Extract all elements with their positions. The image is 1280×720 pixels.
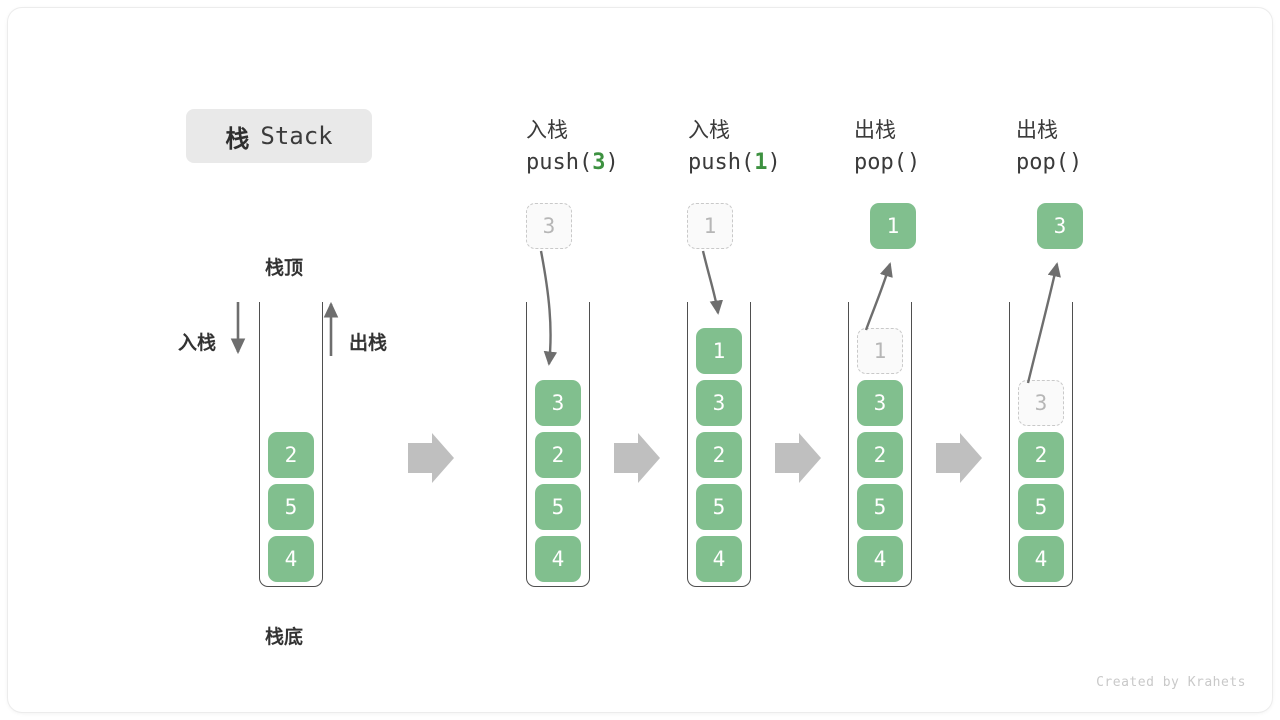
step-header-cn: 入栈 bbox=[688, 119, 730, 142]
code-num: 3 bbox=[592, 150, 606, 175]
step-header-code: pop() bbox=[1016, 146, 1166, 180]
stack-cell: 4 bbox=[268, 536, 314, 582]
label-pop-side: 出栈 bbox=[349, 333, 388, 354]
stack-cell: 4 bbox=[857, 536, 903, 582]
step-header-cn: 出栈 bbox=[854, 119, 896, 142]
stack-cell: 5 bbox=[535, 484, 581, 530]
code-post: ) bbox=[605, 150, 619, 175]
stack-cell: 2 bbox=[535, 432, 581, 478]
step-header-pop-1: 出栈 pop() bbox=[854, 116, 1004, 180]
code-num: 1 bbox=[754, 150, 768, 175]
step-header-push-3: 入栈 push(3) bbox=[526, 116, 676, 180]
stack-tube-pop-1 bbox=[848, 302, 912, 587]
stack-cell: 5 bbox=[696, 484, 742, 530]
transition-arrow bbox=[408, 433, 454, 483]
step-header-cn: 出栈 bbox=[1016, 119, 1058, 142]
label-stack-top: 栈顶 bbox=[265, 258, 304, 279]
code-pre: push( bbox=[526, 150, 593, 175]
stack-cell: 5 bbox=[268, 484, 314, 530]
diagram-title-chip: 栈 Stack bbox=[186, 109, 372, 163]
label-push-side: 入栈 bbox=[178, 333, 217, 354]
code-pre: pop( bbox=[1016, 150, 1069, 175]
stack-tube-initial bbox=[259, 302, 323, 587]
stack-cell: 2 bbox=[857, 432, 903, 478]
stack-cell-ghost: 3 bbox=[1018, 380, 1064, 426]
stack-cell: 2 bbox=[268, 432, 314, 478]
step-header-code: pop() bbox=[854, 146, 1004, 180]
stack-cell: 3 bbox=[696, 380, 742, 426]
floating-cell-pop-2: 3 bbox=[1037, 203, 1083, 249]
title-en: Stack bbox=[260, 122, 333, 150]
transition-arrow bbox=[936, 433, 982, 483]
stack-cell: 1 bbox=[696, 328, 742, 374]
transition-arrow bbox=[614, 433, 660, 483]
step-header-pop-2: 出栈 pop() bbox=[1016, 116, 1166, 180]
stack-tube-pop-2 bbox=[1009, 302, 1073, 587]
stack-cell: 4 bbox=[1018, 536, 1064, 582]
label-stack-bottom: 栈底 bbox=[265, 627, 304, 648]
code-post: ) bbox=[906, 150, 921, 175]
step-header-code: push(1) bbox=[688, 146, 838, 180]
code-pre: push( bbox=[688, 150, 755, 175]
transition-arrow bbox=[775, 433, 821, 483]
floating-cell-push-3: 3 bbox=[526, 203, 572, 249]
code-pre: pop( bbox=[854, 150, 907, 175]
stack-cell-ghost: 1 bbox=[857, 328, 903, 374]
stack-cell: 4 bbox=[535, 536, 581, 582]
stack-cell: 3 bbox=[535, 380, 581, 426]
title-cn: 栈 bbox=[225, 125, 251, 153]
step-header-code: push(3) bbox=[526, 146, 676, 180]
step-header-cn: 入栈 bbox=[526, 119, 568, 142]
stack-cell: 2 bbox=[696, 432, 742, 478]
stack-cell: 3 bbox=[857, 380, 903, 426]
floating-cell-pop-1: 1 bbox=[870, 203, 916, 249]
floating-cell-push-1: 1 bbox=[687, 203, 733, 249]
stack-cell: 4 bbox=[696, 536, 742, 582]
stack-tube-push-3 bbox=[526, 302, 590, 587]
credit-text: Created by Krahets bbox=[1096, 675, 1246, 690]
stack-tube-push-1 bbox=[687, 302, 751, 587]
code-post: ) bbox=[767, 150, 781, 175]
stack-cell: 5 bbox=[857, 484, 903, 530]
step-header-push-1: 入栈 push(1) bbox=[688, 116, 838, 180]
diagram-canvas: 栈 Stack 栈顶 栈底 入栈 出栈 入栈 push(3) 入栈 push(1… bbox=[8, 8, 1272, 712]
stack-cell: 5 bbox=[1018, 484, 1064, 530]
stack-cell: 2 bbox=[1018, 432, 1064, 478]
code-post: ) bbox=[1068, 150, 1083, 175]
